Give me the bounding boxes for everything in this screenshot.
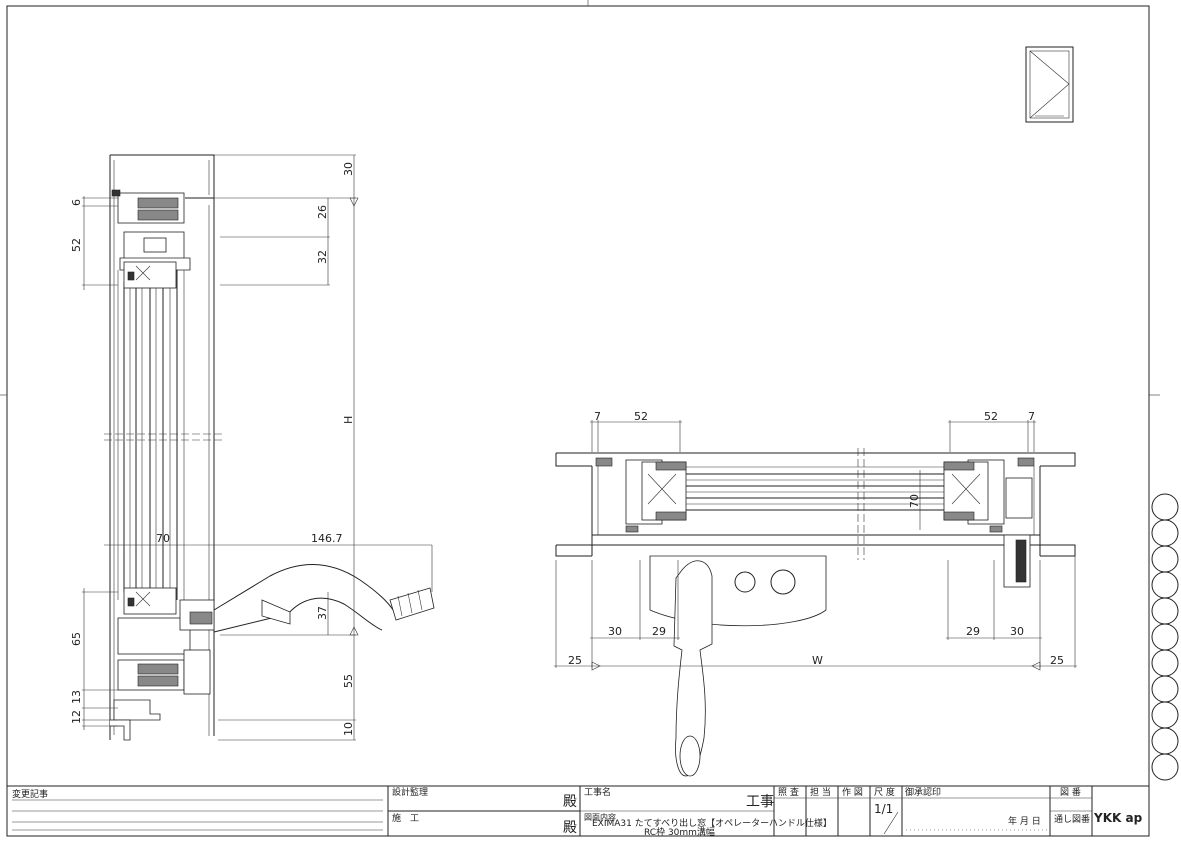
dim-65: 65 — [70, 632, 83, 646]
ykk-ap-logo: YKK ap — [1093, 811, 1143, 825]
window-type-icon — [1025, 46, 1074, 123]
dim-37: 37 — [316, 606, 329, 620]
plan-dim-52-right: 52 — [984, 410, 998, 423]
dim-55: 55 — [342, 674, 355, 688]
plan-dim-52-left: 52 — [634, 410, 648, 423]
plan-dim-7-left: 7 — [594, 410, 601, 423]
check-label: 照 査 — [778, 786, 799, 798]
drawing-content-label: 図面内容 — [584, 812, 616, 822]
horizontal-section-view — [554, 420, 1077, 777]
dim-30-top: 30 — [342, 162, 355, 176]
plan-dim-30-right: 30 — [1010, 625, 1024, 638]
vertical-section-view — [82, 154, 435, 741]
title-block — [6, 785, 1150, 837]
dim-146-7: 146.7 — [311, 532, 343, 545]
drawing-title-line2: RC枠 30mm溝幅 — [644, 826, 715, 838]
plan-dim-25-right: 25 — [1050, 654, 1064, 667]
dim-13: 13 — [70, 690, 83, 704]
project-suffix: 工事 — [746, 794, 774, 810]
dim-26: 26 — [316, 205, 329, 219]
honorific-1: 殿 — [563, 794, 577, 810]
plan-dim-29-right: 29 — [966, 625, 980, 638]
project-label: 工事名 — [584, 786, 611, 798]
drawn-label: 作 図 — [842, 786, 863, 798]
scale-value: 1/1 — [874, 802, 893, 816]
plan-dim-70: 70 — [908, 494, 921, 508]
plan-dim-w: W — [812, 654, 823, 667]
dim-70-section: 70 — [156, 532, 170, 545]
drawing-title-line1: EXIMA31 たてすべり出し窓【オペレーターハンドル仕様】 — [592, 817, 832, 829]
design-supervision-label: 設計監理 — [392, 786, 428, 798]
dim-10: 10 — [342, 722, 355, 736]
plan-dim-30-left: 30 — [608, 625, 622, 638]
plan-dim-29-left: 29 — [652, 625, 666, 638]
serial-number-label: 通し図番 — [1054, 813, 1090, 825]
in-charge-label: 担 当 — [810, 786, 831, 798]
plan-dim-25-left: 25 — [568, 654, 582, 667]
scale-label: 尺 度 — [874, 786, 895, 798]
date-label: 年 月 日 — [1008, 815, 1041, 827]
dim-6: 6 — [70, 199, 83, 206]
sheet-border — [6, 5, 1150, 837]
honorific-2: 殿 — [563, 820, 577, 836]
approval-label: 御承認印 — [905, 786, 941, 798]
construction-label: 施 工 — [392, 812, 419, 824]
dim-h: H — [342, 416, 355, 424]
dim-52-left: 52 — [70, 238, 83, 252]
change-record-label: 変更記事 — [12, 788, 48, 800]
drawing-number-label: 図 番 — [1060, 786, 1081, 798]
dim-12: 12 — [70, 710, 83, 724]
reference-circles — [1151, 493, 1179, 781]
dim-32: 32 — [316, 250, 329, 264]
plan-dim-7-right: 7 — [1028, 410, 1035, 423]
